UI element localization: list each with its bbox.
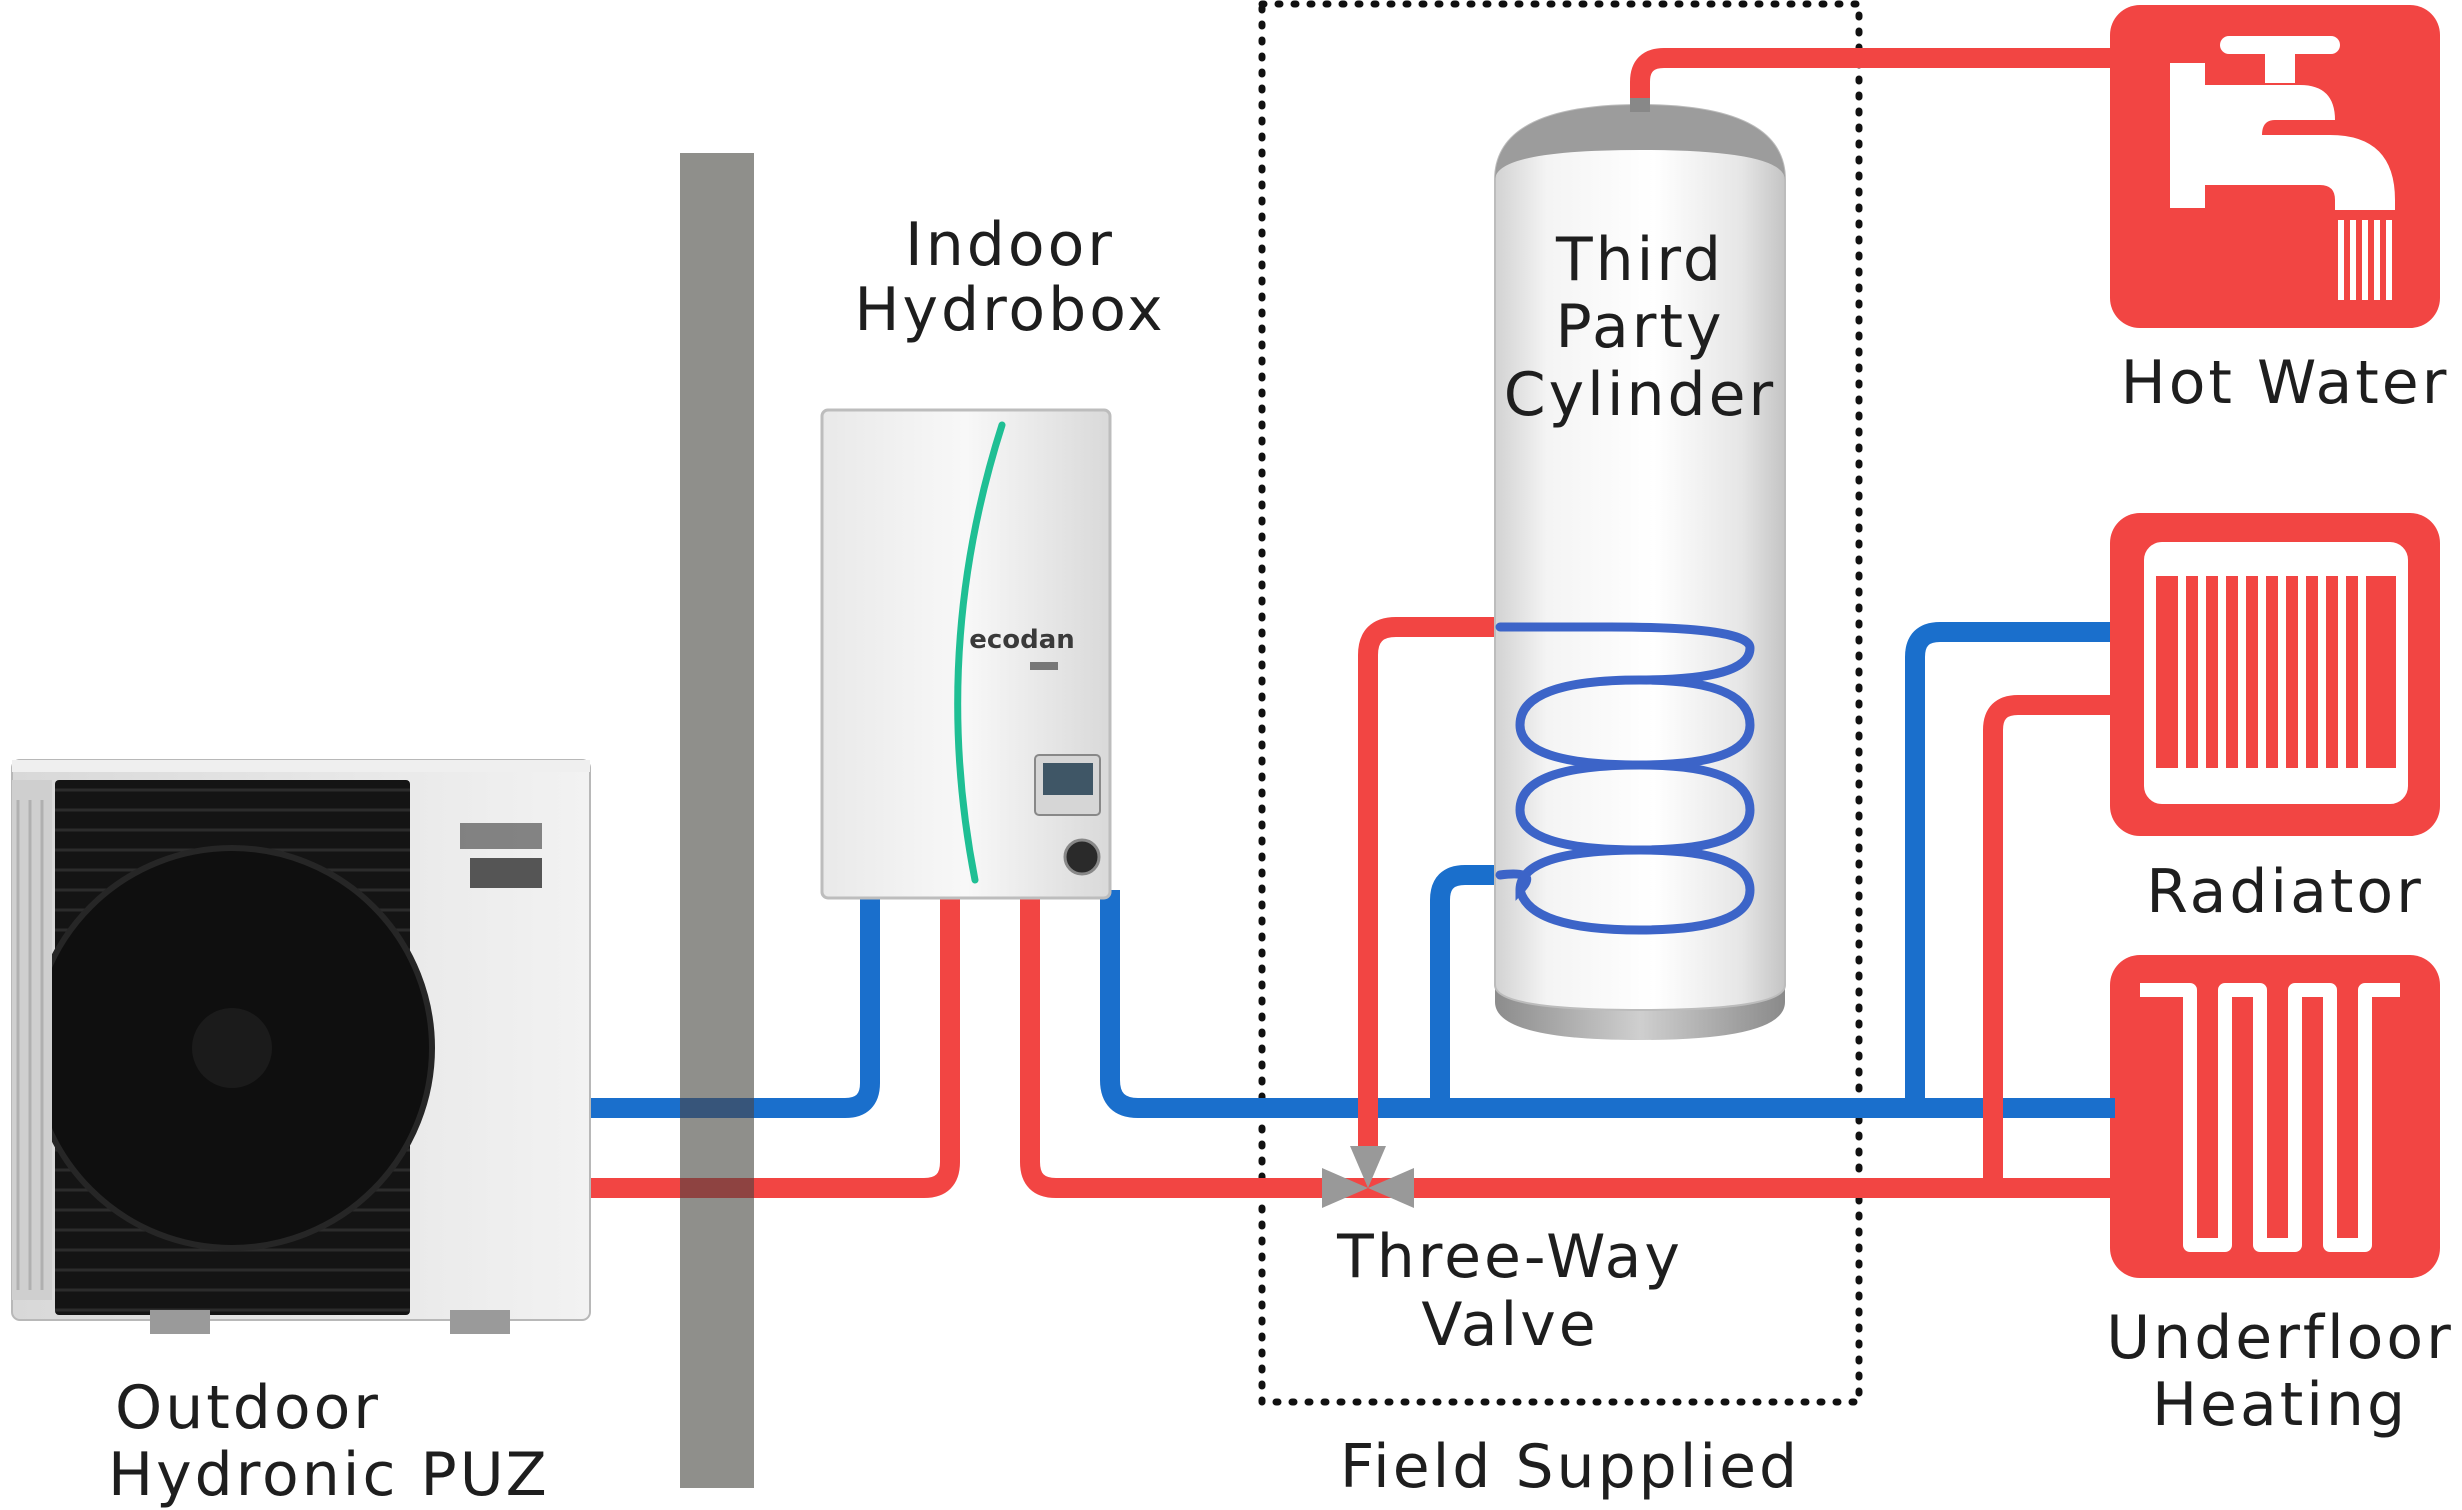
underfloor-icon: [2110, 955, 2440, 1278]
underfloor-label-line1: Underfloor: [2106, 1303, 2454, 1373]
outdoor-label-line1: Outdoor: [115, 1373, 381, 1443]
indoor-label-line2: Hydrobox: [854, 275, 1166, 345]
radiator-icon: [2110, 513, 2440, 836]
outdoor-label-line2: Hydronic PUZ: [108, 1440, 550, 1510]
cylinder-label-line2: Party: [1555, 292, 1725, 362]
radiator-flow-pipe: [1983, 695, 2115, 1188]
wall: [680, 153, 754, 1488]
tap-icon: [2110, 5, 2440, 328]
wall-pipe-sleeve-blue: [680, 1098, 754, 1118]
valve-label-line1: Three-Way: [1337, 1222, 1683, 1292]
flow-main-pipe: [1020, 890, 2115, 1198]
wall-pipe-sleeve-red: [680, 1178, 754, 1198]
cylinder-label-line1: Third: [1555, 225, 1725, 295]
indoor-label-line1: Indoor: [905, 210, 1115, 280]
hydrobox-brand-label: ecodan: [969, 625, 1075, 655]
outdoor-unit-icon: [11, 759, 591, 1334]
underfloor-label-line2: Heating: [2151, 1370, 2409, 1440]
return-main-pipe: [1100, 890, 2115, 1118]
hot-water-label: Hot Water: [2120, 348, 2450, 418]
valve-label-line2: Valve: [1421, 1290, 1599, 1360]
return-pipe-outdoor: [590, 890, 880, 1118]
heat-coil: [1495, 622, 1755, 935]
coil-return-pipe: [1430, 865, 1500, 1108]
hot-water-pipe: [1630, 48, 2115, 110]
field-supplied-label: Field Supplied: [1339, 1432, 1801, 1502]
cylinder-label-line3: Cylinder: [1503, 360, 1777, 430]
radiator-return-pipe: [1905, 622, 2115, 1108]
cylinder-icon: [1494, 98, 1786, 1040]
field-supplied-boundary: [1258, 0, 1863, 1406]
valve-icon: [1322, 1146, 1414, 1208]
radiator-label: Radiator: [2146, 857, 2424, 927]
hydrobox-icon: ecodan: [820, 408, 1112, 900]
coil-flow-pipe: [1358, 617, 1500, 1150]
flow-pipe-outdoor: [590, 890, 960, 1198]
